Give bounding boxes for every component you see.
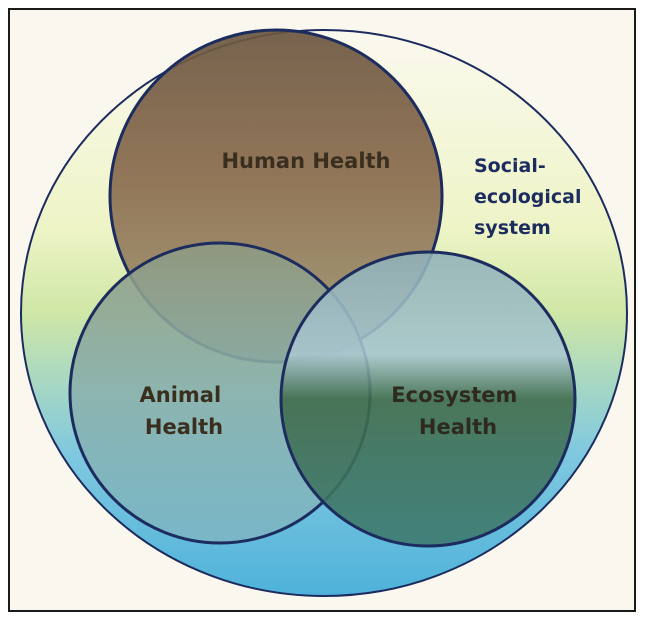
- human-health-label: Human Health: [221, 149, 390, 173]
- ecosystem-health-label: Ecosystem Health: [391, 383, 524, 439]
- ecosystem-health-circle: [279, 250, 577, 548]
- one-health-diagram: Human Health Animal Health Ecosystem Hea…: [20, 28, 628, 597]
- social-ecological-system-label: Social- ecological system: [474, 155, 588, 239]
- animal-health-label: Animal Health: [140, 383, 229, 439]
